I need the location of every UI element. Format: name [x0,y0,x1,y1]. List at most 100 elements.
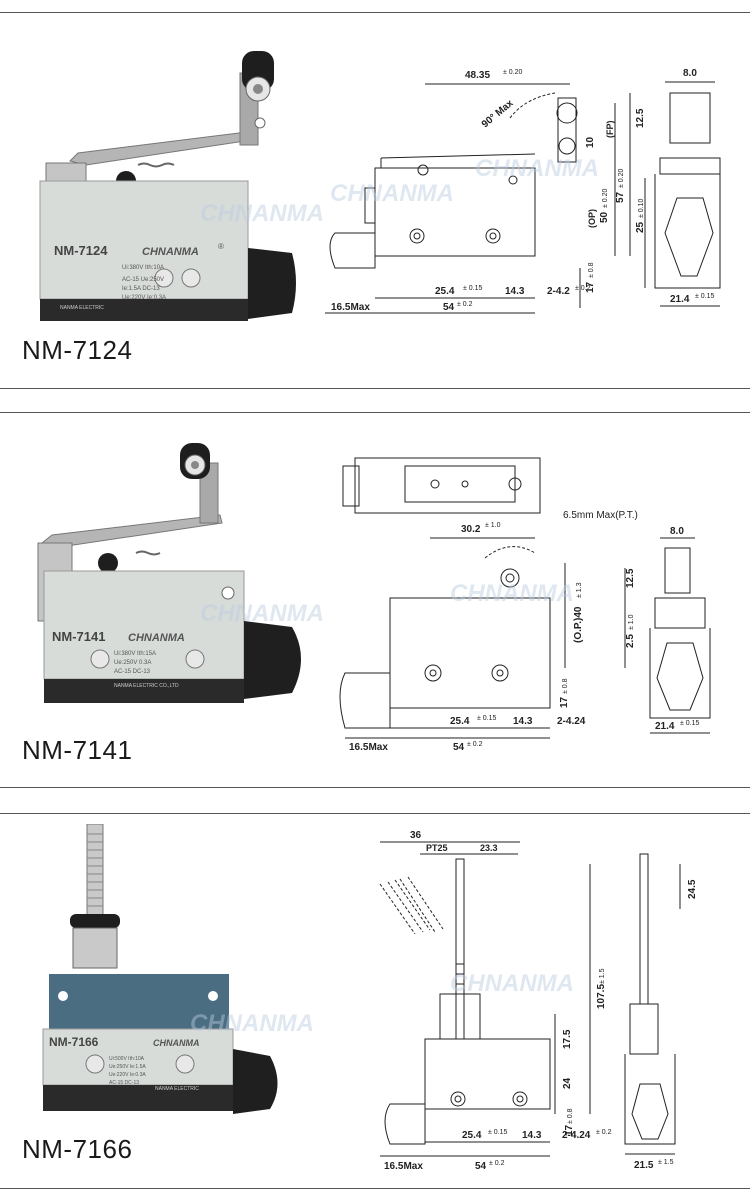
dim-label: 2.5 [625,634,636,648]
dim-tol: ± 0.2 [575,285,591,292]
dim-label: 107.5 [596,984,607,1009]
body-spec-1: Ui:380V Ith:15A [114,651,156,657]
dim-label: 6.5mm Max(P.T.) [563,510,638,521]
dim-label: 16.5Max [384,1161,423,1172]
dim-tol: ± 0.15 [463,285,483,292]
separator-rule [0,787,750,788]
dim-tol: ± 0.2 [489,1160,505,1167]
dim-label: 30.2 [461,524,481,535]
dim-label: 21.4 [655,721,675,732]
dim-label: 54 [453,742,465,753]
body-maker-label: NANMA ELECTRIC CO.,LTD [114,683,179,689]
dim-tol: ± 0.15 [477,715,497,722]
dim-tol: ± 0.8 [567,1108,574,1124]
separator-rule [0,12,750,13]
dim-label: 16.5Max [349,742,388,753]
dim-label: 17 [585,281,596,293]
dim-tol: ± 0.10 [638,198,645,218]
dim-tol: ± 0.15 [680,720,700,727]
dim-label: 25.4 [435,286,455,297]
product-section-nm7141: NM-7141 CHNANMA Ui:380V Ith:15A Ue:250V … [0,413,750,787]
dim-label: 25.4 [450,716,470,727]
body-spec-4: AC-15 DC-13 [109,1080,139,1086]
dim-label: 57 [615,191,626,203]
body-model-label: NM-7124 [54,243,108,258]
dim-label: 17 [559,696,570,708]
product-section-nm7124: NM-7124 CHNANMA ® Ui:380V Ith:10A AC-15 … [0,13,750,388]
body-model-label: NM-7141 [52,629,105,644]
dim-label: 8.0 [683,68,697,79]
dim-label: 36 [410,830,422,841]
model-caption: NM-7141 [22,735,133,765]
separator-rule [0,412,750,413]
dim-tol: ± 0.20 [602,188,609,208]
dim-angle: 90° Max [480,98,516,131]
dim-tol: ± 0.2 [457,301,473,308]
body-spec-2: Ue:250V 0.3A [114,660,151,666]
dim-label: 21.4 [670,294,690,305]
body-spec-4: Ue:220V Ie:0.3A [122,295,166,301]
dim-label: 17.5 [562,1029,573,1049]
dim-label: 2-4.24 [557,716,586,727]
dim-label: 12.5 [635,108,646,128]
dim-tol: ± 0.8 [562,678,569,694]
dim-label: 14.3 [522,1130,542,1141]
dim-tol: ± 1.5 [599,968,606,984]
dim-tol: ± 0.2 [596,1129,612,1136]
body-spec-3: AC-15 DC-13 [114,669,151,675]
separator-rule [0,813,750,814]
dim-tol: ± 1.0 [485,522,501,529]
dim-label: 24.5 [687,879,698,899]
dim-label: 14.3 [513,716,533,727]
dim-tol: ± 0.15 [488,1129,508,1136]
body-maker-label: NANMA ELECTRIC [60,305,104,311]
dim-tol: ± 0.15 [695,293,715,300]
dim-label: 16.5Max [331,302,370,313]
dim-label: 12.5 [625,568,636,588]
body-spec-2: Ue:250V Ie:1.5A [109,1064,146,1070]
dim-label: 21.5 [634,1160,654,1171]
dim-label: 50 [599,211,610,223]
dim-label: 17 [564,1124,575,1136]
dim-tol: ± 0.8 [588,262,595,278]
dim-label: (OP) [587,209,597,228]
dim-label: 54 [443,302,455,313]
body-spec-2: AC-15 Ue:250V [122,277,164,283]
body-brand-label: CHNANMA [153,1038,200,1048]
model-caption: NM-7166 [22,1134,133,1164]
dimension-drawing: 48.35 ± 0.20 90° Max 10 (OP) 50 ± 0.20 (… [325,68,721,314]
dim-label: 8.0 [670,526,684,537]
dim-tol: ± 0.20 [503,69,523,76]
product-section-nm7166: NM-7166 CHNANMA Ui:500V Ith:10A Ue:250V … [0,814,750,1188]
dim-tol: ± 1.3 [576,582,583,598]
dim-label: 23.3 [480,843,498,853]
dim-tol: ± 1.0 [628,614,635,630]
dim-label: 2-4.24 [562,1130,591,1141]
body-brand-reg: ® [218,242,224,251]
body-spec-1: Ui:500V Ith:10A [109,1056,145,1062]
dim-label: 25.4 [462,1130,482,1141]
dim-tol: ± 1.5 [658,1159,674,1166]
body-spec-3: Ie:1.5A DC-13 [122,286,160,292]
dim-label: (O.P.)40 [573,606,584,643]
separator-rule [0,388,750,389]
dim-label: 14.3 [505,286,525,297]
dim-label: 10 [585,136,596,148]
body-brand-label: CHNANMA [128,632,185,644]
product-photo: NM-7141 CHNANMA Ui:380V Ith:15A Ue:250V … [37,443,301,703]
dimension-drawing: 36 PT25 23.3 24.5 107.5 ± 1.5 17.5 24 17… [379,830,698,1172]
body-brand-label: CHNANMA [142,246,199,258]
body-spec-1: Ui:380V Ith:10A [122,265,164,271]
body-model-label: NM-7166 [49,1035,99,1049]
dim-tol: ± 0.2 [467,741,483,748]
dim-tol: ± 0.20 [618,168,625,188]
dim-label: (FP) [605,121,615,139]
dim-label: PT25 [426,843,448,853]
product-photo: NM-7124 CHNANMA ® Ui:380V Ith:10A AC-15 … [39,51,296,321]
product-photo: NM-7166 CHNANMA Ui:500V Ith:10A Ue:250V … [42,824,278,1114]
dim-label: 2-4.2 [547,286,570,297]
separator-rule [0,1188,750,1189]
dimension-drawing: 30.2 ± 1.0 6.5mm Max(P.T.) 8.0 12.5 (O.P… [339,457,711,753]
dim-label: 25 [635,221,646,233]
dim-label: 54 [475,1161,487,1172]
